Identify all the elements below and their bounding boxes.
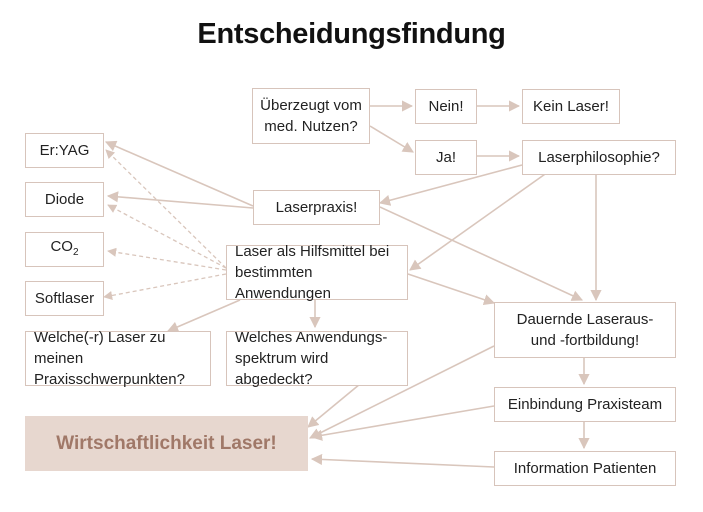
node-diode-label: Diode — [44, 191, 85, 208]
arrow-laserphilosophie-hilfsmittel — [409, 171, 549, 271]
arrow-laserphilosophie-laserpraxis — [378, 164, 523, 206]
node-co2-subscript: 2 — [72, 247, 79, 258]
node-kein-laser-label: Kein Laser! — [533, 98, 609, 115]
node-hilfsmittel: Laser als Hilfsmittel bei bestimmten Anw… — [226, 243, 408, 302]
dashed-arrow-hilfsmittel-diode — [107, 204, 227, 269]
dashed-arrow-hilfsmittel-co2 — [107, 247, 227, 271]
node-anwendungsspektrum: Welches Anwendungs- spektrum wird abgede… — [226, 329, 408, 388]
node-fortbildung-label: Dauernde Laseraus- und -fortbildung! — [516, 311, 654, 349]
arrow-patienten-result — [310, 453, 495, 468]
arrow-hilfsmittel-welche — [166, 299, 241, 333]
diagram-title: Entscheidungsfindung — [197, 18, 506, 50]
node-laserphilosophie-label: Laserphilosophie? — [538, 149, 660, 166]
node-anwendungsspektrum-label: Welches Anwendungs- spektrum wird abgede… — [235, 329, 388, 388]
arrow-laserpraxis-fortbildung — [379, 206, 584, 301]
node-patienten-label: Information Patienten — [513, 460, 657, 477]
node-nein-label: Nein! — [428, 98, 464, 115]
node-eryag-label: Er:YAG — [39, 142, 90, 159]
arrow-hilfsmittel-fortbildung — [407, 273, 496, 306]
arrow-laserpraxis-diode — [106, 191, 254, 209]
node-wirtschaftlichkeit-label: Wirtschaftlichkeit Laser! — [56, 433, 277, 454]
node-ueberzeugt-label: Überzeugt vom med. Nutzen? — [260, 97, 362, 135]
node-wirtschaftlichkeit: Wirtschaftlichkeit Laser! — [25, 416, 308, 471]
node-ueberzeugt: Überzeugt vom med. Nutzen? — [252, 88, 370, 144]
node-nein: Nein! — [415, 89, 477, 124]
arrow-laserpraxis-eryag — [104, 140, 254, 207]
dashed-arrow-hilfsmittel-eryag — [105, 149, 227, 269]
node-co2-main: CO — [50, 238, 73, 255]
node-softlaser: Softlaser — [25, 281, 104, 316]
node-diode: Diode — [25, 182, 104, 217]
node-kein-laser: Kein Laser! — [522, 89, 620, 124]
node-ja-label: Ja! — [435, 149, 456, 166]
arrow-fortbildung-result — [308, 345, 495, 439]
node-co2: CO2 — [25, 232, 104, 267]
node-laserphilosophie: Laserphilosophie? — [522, 140, 676, 175]
node-welche-laser: Welche(-r) Laser zu meinen Praxisschwerp… — [25, 329, 211, 388]
node-praxisteam-label: Einbindung Praxisteam — [507, 396, 663, 413]
node-praxisteam: Einbindung Praxisteam — [494, 387, 676, 422]
node-co2-label: CO2 — [50, 236, 78, 263]
node-ja: Ja! — [415, 140, 477, 175]
node-laserpraxis: Laserpraxis! — [253, 190, 380, 225]
arrow-ueberzeugt-ja — [369, 125, 414, 153]
node-hilfsmittel-label: Laser als Hilfsmittel bei bestimmten Anw… — [235, 243, 390, 302]
node-fortbildung: Dauernde Laseraus- und -fortbildung! — [494, 302, 676, 358]
node-patienten: Information Patienten — [494, 451, 676, 486]
arrow-praxisteam-result — [310, 405, 495, 441]
node-softlaser-label: Softlaser — [34, 290, 95, 307]
dashed-arrow-hilfsmittel-softlaser — [103, 273, 227, 300]
arrow-anwendung-result — [307, 383, 361, 428]
node-eryag: Er:YAG — [25, 133, 104, 168]
node-laserpraxis-label: Laserpraxis! — [275, 199, 358, 216]
node-welche-laser-label: Welche(-r) Laser zu meinen Praxisschwerp… — [34, 329, 185, 388]
